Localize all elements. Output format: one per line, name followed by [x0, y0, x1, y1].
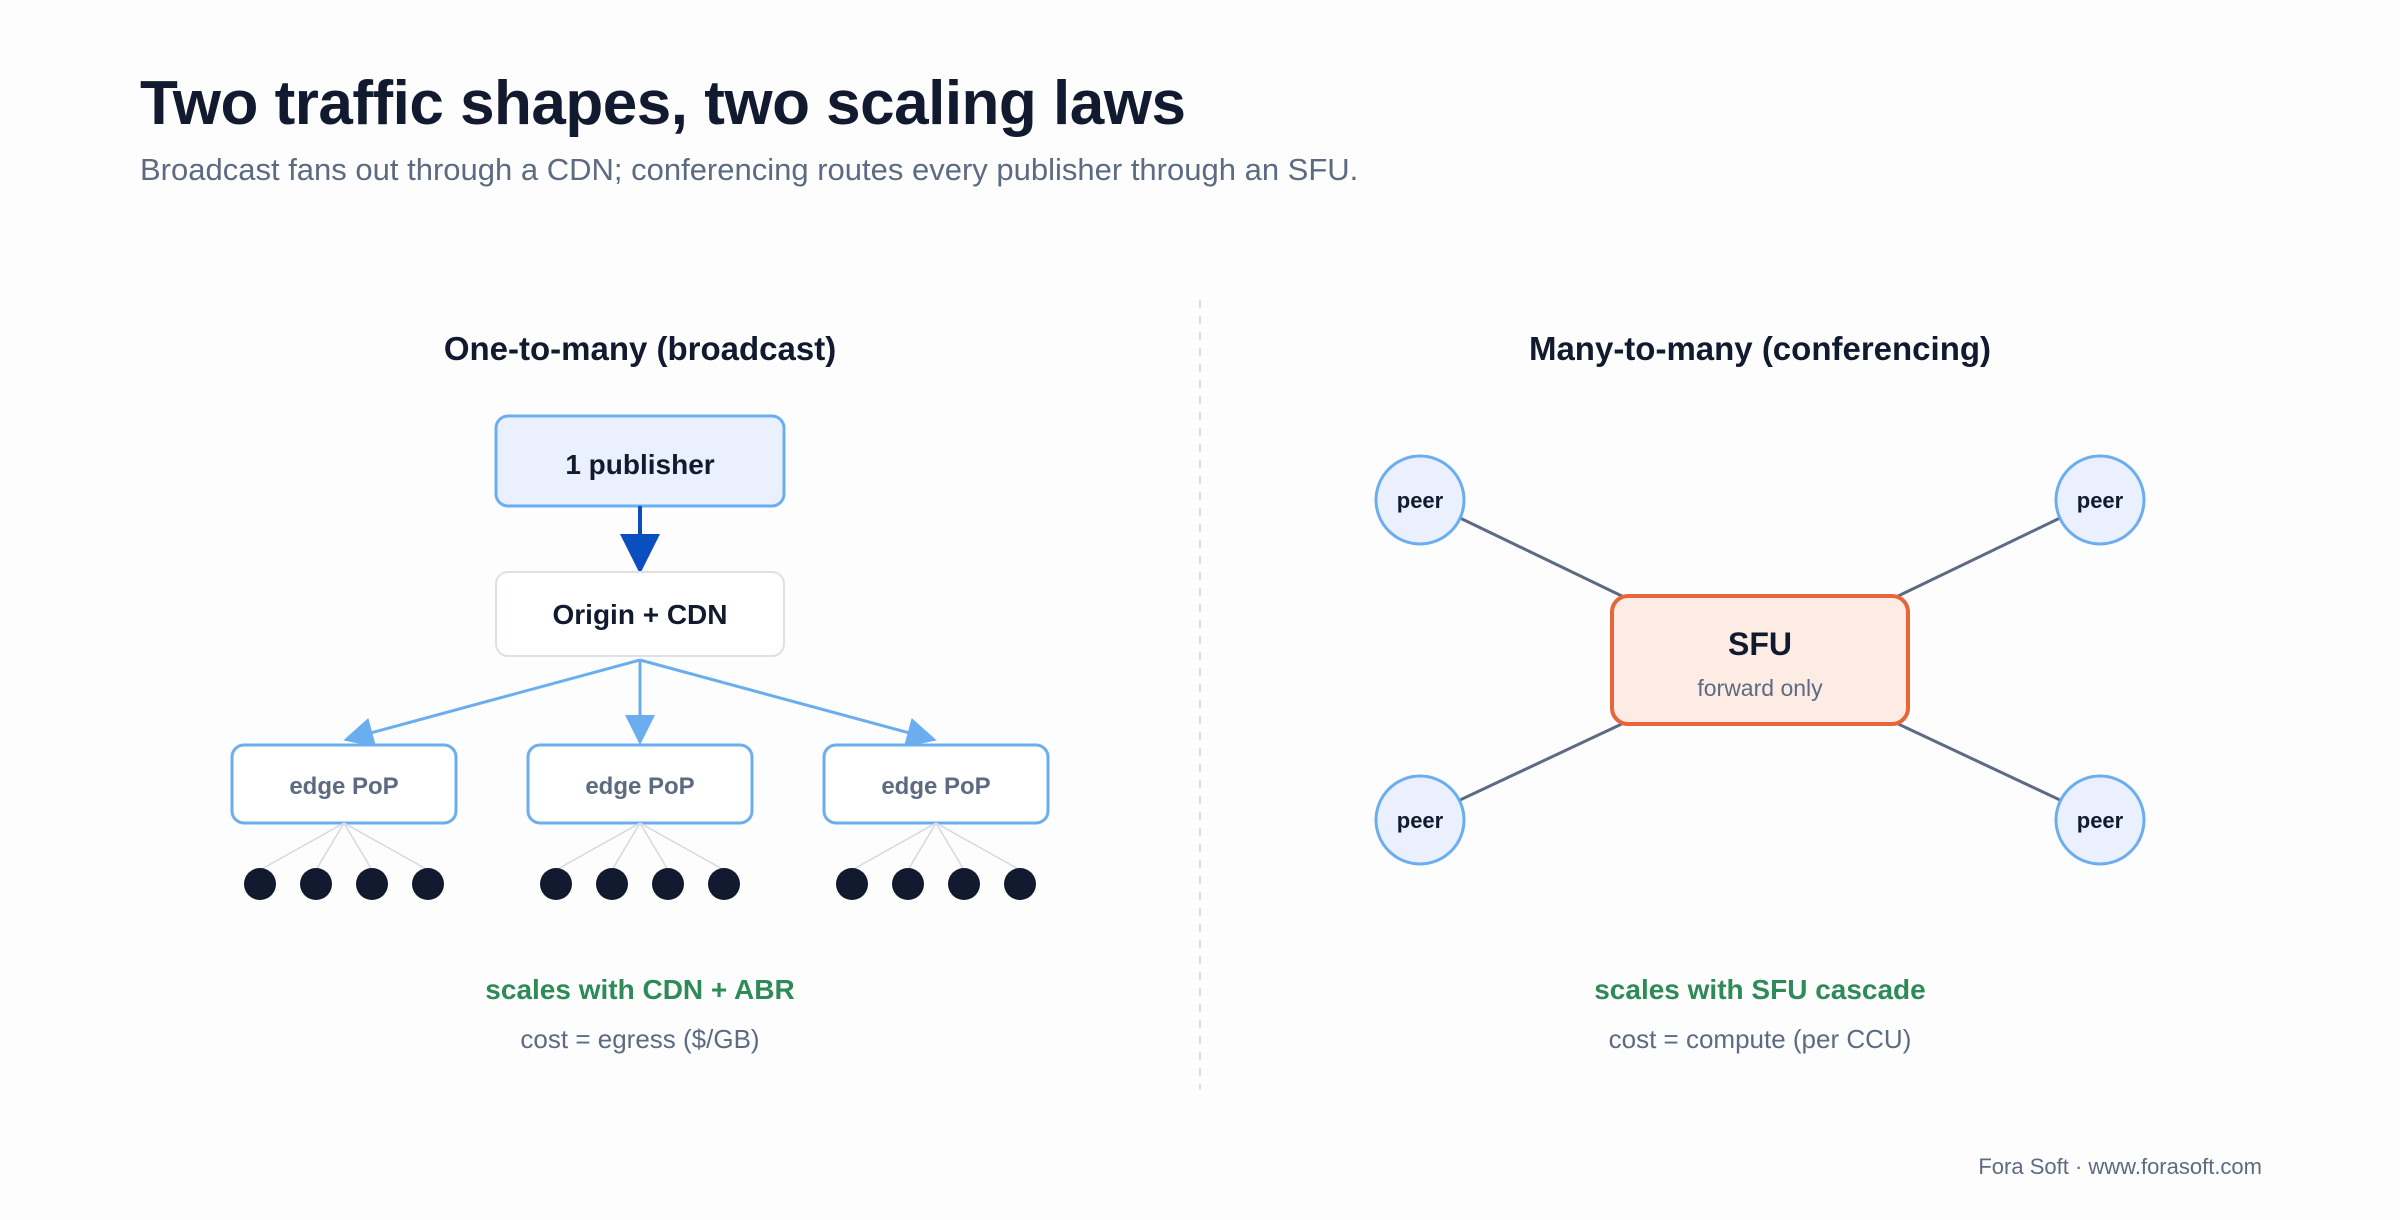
edge-pop-3: edge PoP	[822, 743, 1050, 825]
viewer-dot	[244, 868, 276, 900]
edge-pop-2: edge PoP	[526, 743, 754, 825]
viewer-dot	[892, 868, 924, 900]
sfu-node: SFU forward only	[1610, 594, 1910, 726]
broadcast-cost: cost = egress ($/GB)	[520, 1024, 759, 1054]
peer-node-top-right: peer	[2054, 454, 2146, 546]
peer-label: peer	[1397, 808, 1444, 833]
origin-cdn-node: Origin + CDN	[495, 571, 785, 657]
viewer-dot	[652, 868, 684, 900]
sfu-sublabel: forward only	[1697, 675, 1823, 701]
viewer-dot	[708, 868, 740, 900]
origin-edge-arrow-3	[639, 658, 937, 747]
publisher-node: 1 publisher	[494, 414, 786, 508]
viewer-dot	[412, 868, 444, 900]
peer-node-bottom-left: peer	[1374, 774, 1466, 866]
peer-node-top-left: peer	[1374, 454, 1466, 546]
conferencing-scaling: scales with SFU cascade	[1594, 974, 1926, 1005]
origin-edge-arrow-1	[343, 658, 641, 747]
viewer-dot	[1004, 868, 1036, 900]
page-subtitle: Broadcast fans out through a CDN; confer…	[140, 152, 1359, 187]
edge-pop-label: edge PoP	[881, 773, 990, 800]
edge-pop-label: edge PoP	[585, 773, 694, 800]
publisher-label: 1 publisher	[565, 449, 714, 480]
viewers	[244, 868, 1036, 900]
viewer-dot	[948, 868, 980, 900]
conferencing-panel: Many-to-many (conferencing) SFU forward …	[1374, 330, 2146, 1054]
broadcast-panel: One-to-many (broadcast) 1 publisher Orig…	[230, 330, 1050, 1054]
viewer-dot	[596, 868, 628, 900]
viewer-dot	[836, 868, 868, 900]
viewer-fanout-lines	[259, 822, 1021, 871]
peer-connections	[1459, 516, 2061, 802]
edge-pop-label: edge PoP	[289, 773, 398, 800]
peer-label: peer	[2077, 488, 2124, 513]
origin-cdn-label: Origin + CDN	[552, 599, 727, 630]
footer-credit: Fora Soft · www.forasoft.com	[1978, 1154, 2262, 1179]
broadcast-scaling: scales with CDN + ABR	[485, 974, 794, 1005]
broadcast-heading: One-to-many (broadcast)	[444, 330, 836, 367]
conferencing-heading: Many-to-many (conferencing)	[1529, 330, 1991, 367]
viewer-dot	[356, 868, 388, 900]
peer-label: peer	[1397, 488, 1444, 513]
page-title: Two traffic shapes, two scaling laws	[140, 69, 1186, 138]
sfu-label: SFU	[1728, 626, 1792, 662]
peer-node-bottom-right: peer	[2054, 774, 2146, 866]
peer-label: peer	[2077, 808, 2124, 833]
viewer-dot	[540, 868, 572, 900]
edge-pop-1: edge PoP	[230, 743, 458, 825]
viewer-dot	[300, 868, 332, 900]
conferencing-cost: cost = compute (per CCU)	[1609, 1024, 1912, 1054]
